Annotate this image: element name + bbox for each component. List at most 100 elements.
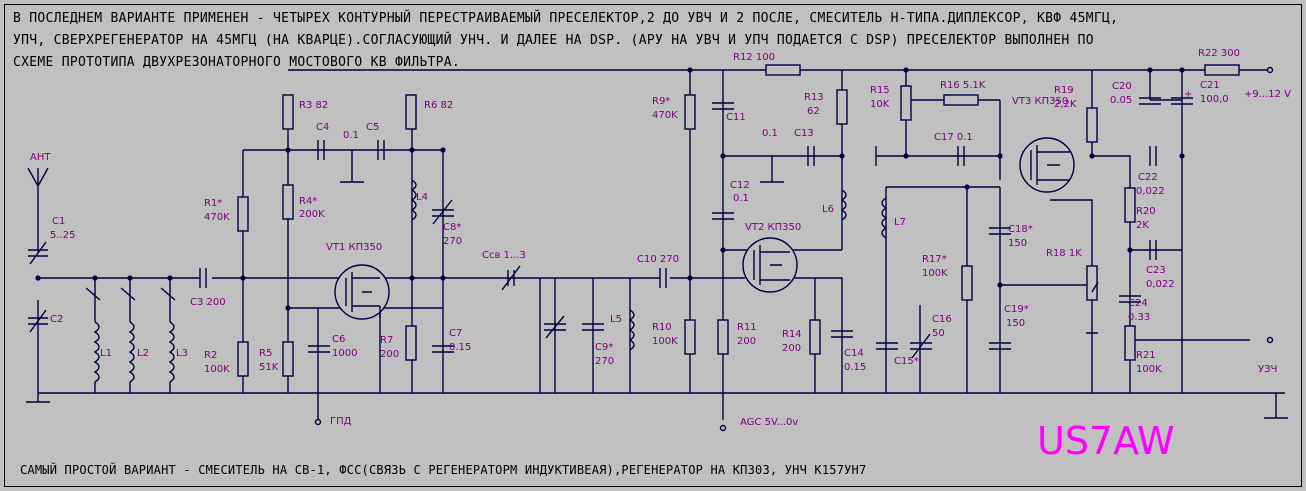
inductors xyxy=(85,179,888,384)
component-label: 0.15 xyxy=(449,342,471,353)
component-label: 0,022 xyxy=(1146,279,1175,290)
component-label: 0.1 xyxy=(762,128,778,139)
transistors xyxy=(334,137,1099,334)
component-label: 2K xyxy=(1136,220,1149,231)
component-label: 270 xyxy=(595,356,614,367)
component-label: C19* xyxy=(1004,304,1029,315)
component-label: C14 xyxy=(844,348,864,359)
junction-dots xyxy=(35,67,1185,311)
component-label: 0.15 xyxy=(844,362,866,373)
component-label: 1000 xyxy=(332,348,357,359)
component-label: 470K xyxy=(652,110,678,121)
component-label: 62 xyxy=(807,106,820,117)
component-label: C11 xyxy=(726,112,746,123)
component-label: 100K xyxy=(922,268,948,279)
agc-wiring xyxy=(876,70,1250,393)
component-label: R1* xyxy=(204,198,222,209)
component-label: R14 xyxy=(782,329,802,340)
component-label: 0.33 xyxy=(1128,312,1150,323)
component-label: R12 100 xyxy=(733,52,775,63)
component-label: L5 xyxy=(610,314,622,325)
component-label: 200 xyxy=(782,343,801,354)
component-label: АНТ xyxy=(30,152,51,163)
description-line-3: СХЕМЕ ПРОТОТИПА ДВУХРЕЗОНАТОРНОГО МОСТОВ… xyxy=(13,55,460,70)
description-line-1: В ПОСЛЕДНЕМ ВАРИАНТЕ ПРИМЕНЕН - ЧЕТЫРЕХ … xyxy=(13,11,1119,26)
capacitors xyxy=(28,97,1193,359)
terminals xyxy=(314,66,1274,432)
description-line-2: УПЧ, СВЕРХРЕГЕНЕРАТОР НА 45МГЦ (НА КВАРЦ… xyxy=(13,33,1094,48)
component-label: C13 xyxy=(794,128,814,139)
component-label: 270 xyxy=(443,236,462,247)
component-label: R2 xyxy=(204,350,217,361)
component-label: C2 xyxy=(50,314,63,325)
component-label: VT3 КП350 xyxy=(1012,96,1068,107)
component-label: C21 xyxy=(1200,80,1220,91)
component-label: C1 xyxy=(52,216,65,227)
component-label: R15 xyxy=(870,85,890,96)
component-label: L4 xyxy=(416,192,428,203)
component-label: C15* xyxy=(894,356,919,367)
component-label: L3 xyxy=(176,348,188,359)
resistors xyxy=(237,64,1240,377)
component-label: УЗЧ xyxy=(1258,364,1277,375)
component-label: 50 xyxy=(932,328,945,339)
component-label: 100K xyxy=(1136,364,1162,375)
component-label: 0.1 xyxy=(343,130,359,141)
component-label: + xyxy=(1184,89,1192,100)
component-label: C9* xyxy=(595,342,613,353)
component-label: C6 xyxy=(332,334,345,345)
component-label: R13 xyxy=(804,92,824,103)
component-label: R22 300 xyxy=(1198,48,1240,59)
component-label: C10 270 xyxy=(637,254,679,265)
component-label: R5 xyxy=(259,348,272,359)
component-label: C8* xyxy=(443,222,461,233)
component-label: 150 xyxy=(1008,238,1027,249)
component-label: C5 xyxy=(366,122,379,133)
component-label: +9...12 V xyxy=(1244,89,1291,100)
component-label: 51K xyxy=(259,362,279,373)
component-label: C18* xyxy=(1008,224,1033,235)
component-label: Ссв 1...3 xyxy=(482,250,526,261)
component-label: R21 xyxy=(1136,350,1156,361)
component-label: 200 xyxy=(380,349,399,360)
component-label: R11 xyxy=(737,322,757,333)
antenna-symbol xyxy=(27,167,49,252)
bottom-note: САМЫЙ ПРОСТОЙ ВАРИАНТ - СМЕСИТЕЛЬ НА СВ-… xyxy=(20,463,867,477)
component-label: C20 xyxy=(1112,81,1132,92)
component-label: C23 xyxy=(1146,265,1166,276)
component-label: 100,0 xyxy=(1200,94,1229,105)
component-label: VT2 КП350 xyxy=(745,222,801,233)
component-label: L7 xyxy=(894,217,906,228)
diagram-frame xyxy=(4,4,1302,487)
component-label: C7 xyxy=(449,328,462,339)
component-label: R20 xyxy=(1136,206,1156,217)
component-label: C17 0.1 xyxy=(934,132,973,143)
component-label: R3 82 xyxy=(299,100,328,111)
ground-bus xyxy=(26,392,1288,419)
component-label: 0.05 xyxy=(1110,95,1132,106)
component-label: R17* xyxy=(922,254,947,265)
component-label: R18 1K xyxy=(1046,248,1082,259)
component-label: C12 xyxy=(730,180,750,191)
component-label: 0,022 xyxy=(1136,186,1165,197)
component-label: C24 xyxy=(1128,298,1148,309)
component-labels: АНТ C1 5..25 C2 L1 L2 L3 C3 200 R1* 470K… xyxy=(30,48,1291,428)
component-label: 200K xyxy=(299,209,325,220)
component-label: R16 5.1K xyxy=(940,80,986,91)
component-label: 5..25 xyxy=(50,230,75,241)
component-label: L2 xyxy=(137,348,149,359)
component-label: R7 xyxy=(380,335,393,346)
component-label: R10 xyxy=(652,322,672,333)
component-label: R9* xyxy=(652,96,670,107)
component-label: C22 xyxy=(1138,172,1158,183)
component-label: 2,2K xyxy=(1054,99,1077,110)
component-label: C3 200 xyxy=(190,297,226,308)
mixer-wiring xyxy=(554,70,843,420)
component-label: 200 xyxy=(737,336,756,347)
component-label: C4 xyxy=(316,122,329,133)
component-label: L6 xyxy=(822,204,834,215)
component-label: R19 xyxy=(1054,85,1074,96)
component-label: 150 xyxy=(1006,318,1025,329)
component-label: 0.1 xyxy=(733,193,749,204)
